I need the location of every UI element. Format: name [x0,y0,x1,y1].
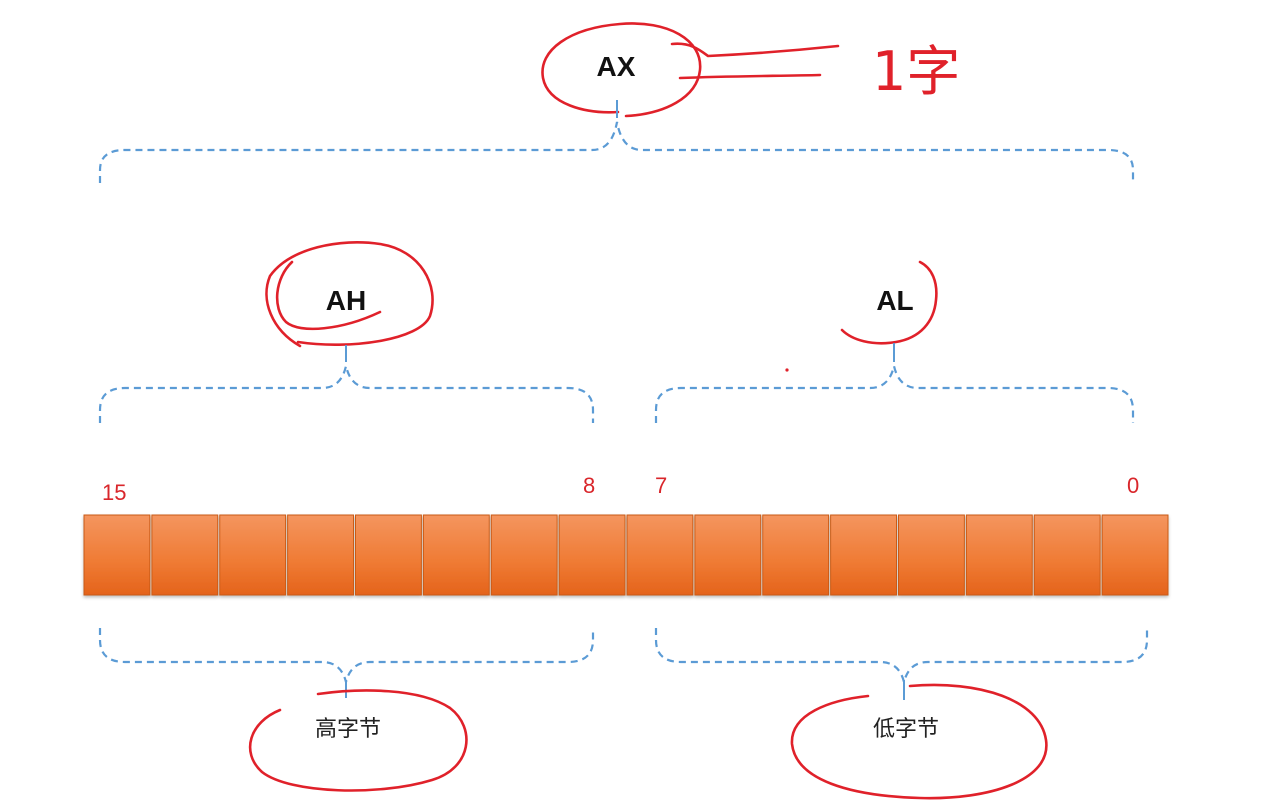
bit-cell-2 [965,514,1033,596]
bit-cell-3 [898,514,965,596]
bit-cell-12 [287,514,355,596]
bit-cell-5 [762,514,830,596]
ah-brace [98,365,595,423]
ax-note-line-bottom [678,73,822,80]
bit-label-7: 7 [655,473,667,498]
bit-cell-8 [558,514,626,596]
bit-cell-6 [694,514,762,596]
register-cells [83,514,1169,596]
ax-note-line-top [670,42,840,58]
ax-label: AX [597,51,636,82]
bit-cell-7 [626,514,694,596]
high-byte-label: 高字节 [315,717,381,742]
bit-cell-1 [1033,514,1101,596]
al-ink-arc [840,260,938,345]
bit-cell-4 [830,514,898,596]
low-byte-label: 低字节 [873,717,939,742]
ah-ink-circle [265,241,434,348]
bit-cell-0 [1101,514,1169,596]
bit-cell-15 [83,514,151,596]
bit-label-8: 8 [583,473,595,498]
low-byte-brace [654,628,1149,683]
al-label: AL [876,285,913,316]
bit-cell-11 [355,514,422,596]
high-byte-brace [98,628,595,683]
al-brace [654,365,1135,423]
bit-label-15: 15 [102,480,126,505]
low-byte-ink-circle [790,683,1048,800]
bit-cell-10 [422,514,490,596]
bit-cell-9 [490,514,558,596]
bit-cell-13 [219,514,287,596]
bit-cell-14 [151,514,219,596]
ax-note: 1字 [872,40,960,103]
ink-dot [785,368,789,372]
bit-label-0: 0 [1127,473,1139,498]
ax-ink-circle [541,22,702,118]
ax-brace [98,121,1135,183]
ah-label: AH [326,285,366,316]
high-byte-ink-circle [248,689,468,792]
